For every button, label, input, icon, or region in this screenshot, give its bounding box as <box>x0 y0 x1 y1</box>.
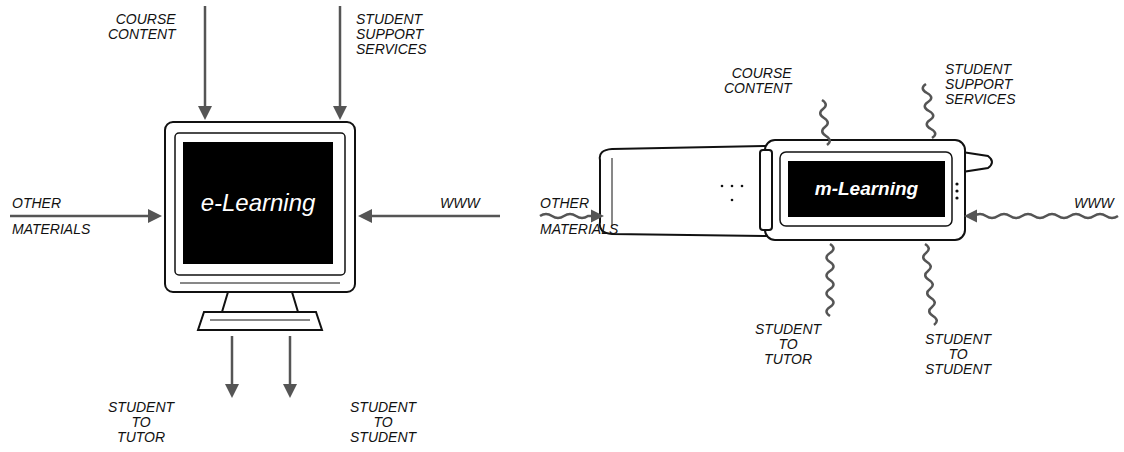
phone <box>600 140 992 240</box>
monitor-neck <box>222 292 298 312</box>
arrows <box>10 6 500 398</box>
monitor-base <box>198 312 322 330</box>
arrow-line <box>368 215 500 218</box>
arrow-line <box>339 6 342 110</box>
wavy-line <box>923 244 937 325</box>
phone-dot <box>731 199 734 202</box>
phone-screen-bezel <box>780 152 952 226</box>
arrow-head <box>225 384 239 398</box>
flow-label: STUDENT SUPPORT SERVICES <box>356 12 427 57</box>
flow-label: STUDENT TO TUTOR <box>108 400 174 445</box>
phone-dot <box>721 185 724 188</box>
monitor-inner-bezel <box>175 133 345 275</box>
phone-hinge <box>760 150 772 230</box>
flow-label: STUDENT TO STUDENT <box>350 400 416 445</box>
arrow-line <box>289 336 292 388</box>
arrow-head <box>358 209 372 223</box>
phone-screen: m-Learning <box>788 161 945 217</box>
flow-label: COURSE CONTENT <box>724 66 792 96</box>
screen-title: m-Learning <box>815 178 918 200</box>
wavy-line <box>923 84 936 138</box>
wavy-line <box>972 214 1118 218</box>
arrow-head <box>198 106 212 120</box>
phone-dot <box>741 185 744 188</box>
arrow-head <box>964 210 977 223</box>
phone-button <box>955 182 958 185</box>
flow-label: WWW <box>440 190 480 216</box>
flow-label: COURSE CONTENT <box>108 12 176 42</box>
monitor-bezel <box>165 122 355 292</box>
flow-label: OTHER MATERIALS <box>12 190 90 242</box>
phone-body <box>765 140 965 240</box>
arrow-line <box>231 336 234 388</box>
phone-button <box>955 196 958 199</box>
phone-button <box>955 189 958 192</box>
flow-label: OTHER MATERIALS <box>540 190 618 242</box>
phone-antenna <box>962 152 992 172</box>
flow-label: STUDENT TO TUTOR <box>755 322 821 367</box>
monitor <box>165 122 355 330</box>
flow-label: STUDENT TO STUDENT <box>925 332 991 377</box>
wavy-lines <box>540 84 1118 325</box>
monitor-base-line <box>210 320 310 321</box>
wavy-line <box>540 214 594 218</box>
arrow-line <box>204 6 207 110</box>
monitor-chin-line <box>180 283 340 284</box>
phone-flap <box>600 146 768 236</box>
screen-title: e-Learning <box>201 189 316 217</box>
arrow-head <box>333 106 347 120</box>
arrow-head <box>591 210 604 223</box>
flow-label: WWW <box>1074 190 1114 216</box>
arrow-head <box>148 209 162 223</box>
wavy-line <box>820 100 830 145</box>
arrow-head <box>283 384 297 398</box>
monitor-screen: e-Learning <box>183 142 333 264</box>
wavy-line <box>827 244 834 316</box>
flow-label: STUDENT SUPPORT SERVICES <box>945 62 1016 107</box>
arrow-line <box>10 215 152 218</box>
phone-dot <box>731 185 734 188</box>
phone-flap-edge <box>612 158 613 226</box>
